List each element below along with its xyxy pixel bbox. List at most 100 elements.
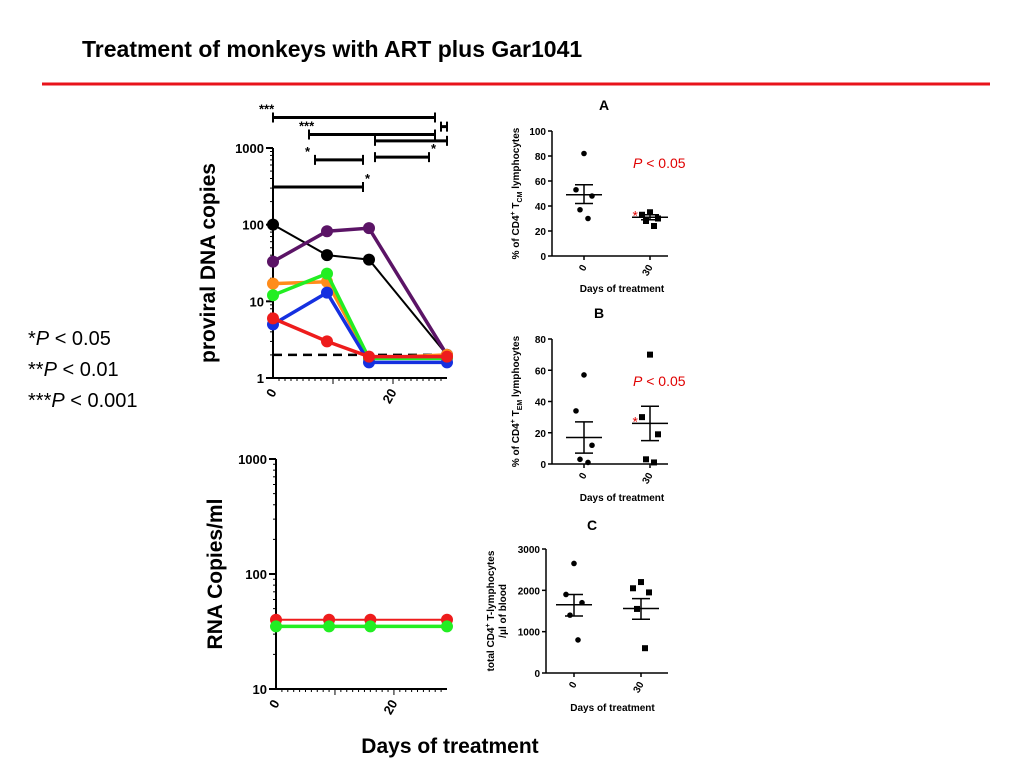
data-point (571, 560, 577, 567)
data-point (267, 255, 279, 268)
sig-star: * (633, 413, 639, 429)
data-point (577, 206, 583, 213)
data-point (363, 222, 375, 235)
y-axis-title-line2: /μl of blood (498, 584, 509, 638)
ylabel-part: T (511, 202, 522, 211)
sig-label: * (305, 144, 311, 159)
data-point (639, 211, 645, 218)
data-point (589, 193, 595, 199)
sig-star: * (633, 207, 639, 223)
data-point (651, 459, 657, 466)
ylabel-sub: CM (517, 191, 524, 202)
data-point (323, 620, 336, 633)
series-line (272, 223, 448, 356)
data-point (643, 456, 649, 463)
legend-stars: * (28, 328, 36, 350)
data-point (321, 225, 333, 238)
y-tick-label: 2000 (518, 586, 541, 597)
data-point (630, 585, 636, 592)
data-point (267, 289, 279, 302)
data-point (577, 456, 583, 463)
x-tick-label: 30 (632, 680, 647, 696)
data-point (563, 591, 569, 598)
x-tick-label: 0 (567, 680, 580, 691)
y-axis-title: RNA Copies/ml (204, 499, 227, 650)
x-tick-label: 0 (577, 263, 590, 274)
data-point (321, 267, 333, 280)
p-condition: < 0.05 (642, 155, 685, 171)
slide-title: Treatment of monkeys with ART plus Gar10… (82, 36, 582, 62)
y-tick-label: 40 (535, 202, 547, 213)
x-axis-title: Days of treatment (580, 493, 665, 504)
legend-p: P (44, 359, 58, 381)
panel-label: B (594, 305, 604, 321)
data-point (638, 579, 644, 586)
data-point (643, 218, 649, 224)
data-point (573, 186, 579, 193)
y-tick-label: 1000 (235, 141, 264, 156)
x-tick-label: 0 (266, 697, 283, 711)
data-point (647, 209, 653, 216)
series-line (272, 316, 447, 359)
legend-cond: < 0.001 (65, 390, 138, 412)
data-point (573, 408, 579, 414)
sig-label: *** (299, 118, 315, 133)
y-tick-label: 20 (535, 227, 547, 238)
x-tick-label: 0 (263, 386, 280, 400)
x-tick-label: 20 (379, 386, 399, 406)
legend-stars: *** (28, 390, 52, 412)
data-point (655, 215, 661, 222)
x-axis-title: Days of treatment (361, 735, 538, 758)
p-value-label: P < 0.05 (633, 155, 686, 171)
y-tick-label: 80 (535, 152, 547, 163)
data-point (581, 372, 587, 378)
data-point (575, 637, 581, 643)
data-point (634, 605, 640, 612)
legend-p: P (36, 328, 50, 350)
x-tick-label: 20 (380, 697, 400, 717)
data-point (321, 286, 333, 299)
ylabel-sup: + (510, 211, 517, 215)
ylabel-part: / (498, 635, 509, 638)
data-point (270, 620, 282, 633)
y-tick-label: 10 (253, 682, 267, 697)
series-line (272, 226, 449, 356)
data-point (589, 442, 595, 449)
y-tick-label: 1000 (238, 452, 267, 467)
sig-label: * (431, 141, 437, 156)
y-axis-title: proviral DNA copies (197, 163, 220, 363)
data-point (655, 431, 661, 438)
ylabel-part: % of CD4 (511, 215, 522, 259)
data-point (581, 150, 587, 157)
p-symbol: P (633, 373, 643, 389)
p-value-label: P < 0.05 (633, 373, 686, 389)
y-tick-label: 20 (535, 429, 547, 440)
ylabel-part: % of CD4 (511, 423, 522, 467)
y-tick-label: 100 (242, 218, 264, 233)
y-tick-label: 0 (540, 252, 546, 263)
data-point (321, 335, 333, 348)
ylabel-part: lymphocytes (511, 127, 522, 191)
legend-p: P (51, 390, 65, 412)
y-tick-label: 3000 (518, 545, 541, 556)
ylabel-part: l of blood (498, 584, 509, 629)
data-point (646, 589, 652, 596)
legend-row: ***P < 0.001 (28, 390, 138, 412)
data-point (267, 218, 279, 231)
data-point (321, 249, 333, 262)
x-axis-title: Days of treatment (580, 284, 665, 295)
data-point (364, 620, 377, 633)
sig-label: * (365, 171, 371, 186)
series-line (272, 271, 447, 361)
legend-row: *P < 0.05 (28, 328, 111, 350)
y-tick-label: 60 (535, 366, 547, 377)
data-point (363, 253, 375, 266)
data-point (585, 215, 591, 222)
ylabel-sup: + (510, 419, 517, 423)
y-tick-label: 100 (245, 567, 267, 582)
y-tick-label: 0 (540, 460, 546, 471)
data-point (567, 612, 573, 618)
